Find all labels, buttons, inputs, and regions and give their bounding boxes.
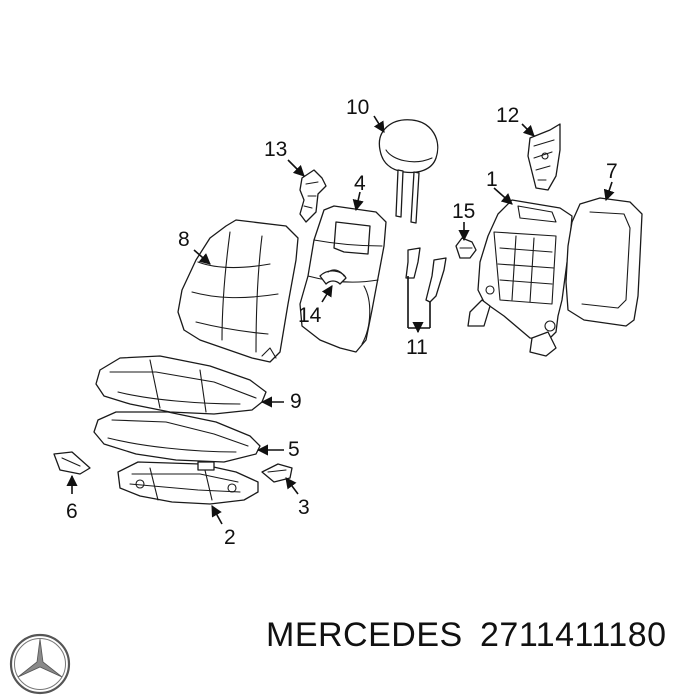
callout-12: 12 bbox=[496, 104, 519, 127]
part-adjuster-12 bbox=[527, 123, 561, 191]
part-handle-14 bbox=[319, 269, 347, 285]
part-back-panel bbox=[565, 197, 643, 327]
callout-15: 15 bbox=[452, 200, 475, 223]
callout-11: 11 bbox=[406, 336, 428, 359]
part-bracket-13 bbox=[299, 169, 327, 223]
part-guide-sleeves bbox=[405, 247, 447, 303]
callout-6: 6 bbox=[66, 500, 78, 523]
part-trim-6 bbox=[53, 451, 91, 475]
part-backrest-frame bbox=[467, 199, 573, 357]
brand-name: MERCEDES bbox=[266, 616, 463, 654]
callout-3: 3 bbox=[298, 496, 310, 519]
callout-1: 1 bbox=[486, 168, 498, 191]
callout-7: 7 bbox=[606, 160, 618, 183]
callout-4: 4 bbox=[354, 172, 366, 195]
part-seat-pad bbox=[93, 411, 261, 463]
part-seat-frame bbox=[117, 461, 259, 505]
callout-9: 9 bbox=[290, 390, 302, 413]
mercedes-star-icon bbox=[9, 633, 71, 695]
part-knob-15 bbox=[455, 237, 477, 259]
leader-lines bbox=[66, 115, 615, 525]
part-number: 2711411180 bbox=[480, 616, 667, 654]
callout-10: 10 bbox=[346, 96, 369, 119]
callout-2: 2 bbox=[224, 526, 236, 549]
callout-5: 5 bbox=[288, 438, 300, 461]
callout-14: 14 bbox=[298, 304, 322, 327]
callout-8: 8 bbox=[178, 228, 190, 251]
callout-13: 13 bbox=[264, 138, 287, 161]
part-headrest bbox=[378, 119, 439, 224]
part-seat-cover bbox=[95, 355, 267, 415]
part-clip-3 bbox=[261, 463, 293, 483]
part-backrest-cover bbox=[177, 219, 299, 363]
